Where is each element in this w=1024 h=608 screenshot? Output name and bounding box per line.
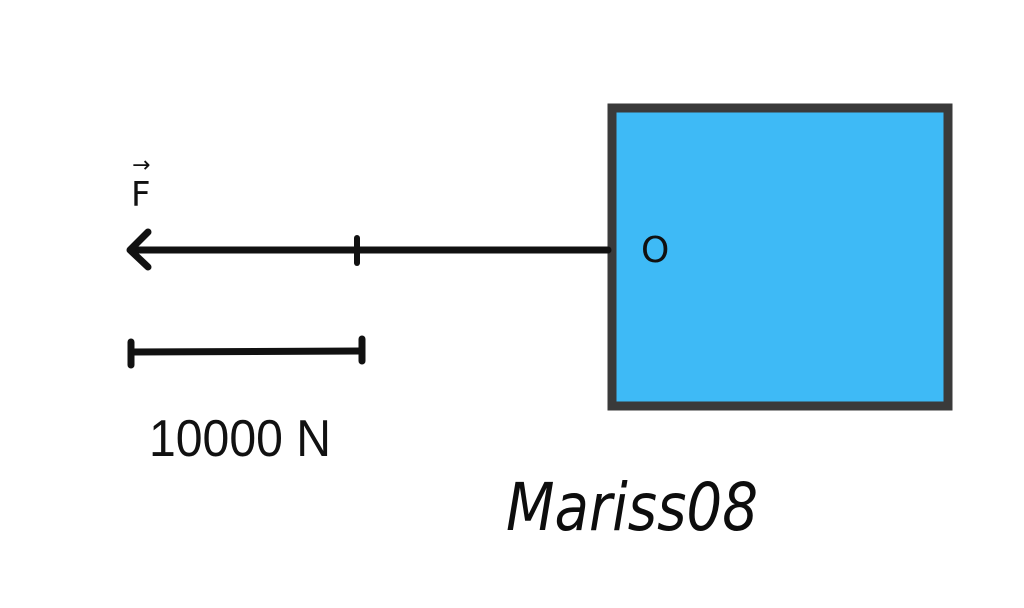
signature: Mariss08 — [506, 469, 758, 546]
body-box — [607, 103, 953, 411]
force-vector-label-arrow: → — [132, 153, 150, 178]
force-vector-arrowhead — [126, 228, 152, 271]
scale-bar — [127, 347, 366, 356]
force-vector-label: F — [131, 175, 151, 215]
point-label-o: O — [641, 230, 669, 271]
scale-label: 10000 N — [149, 410, 331, 468]
